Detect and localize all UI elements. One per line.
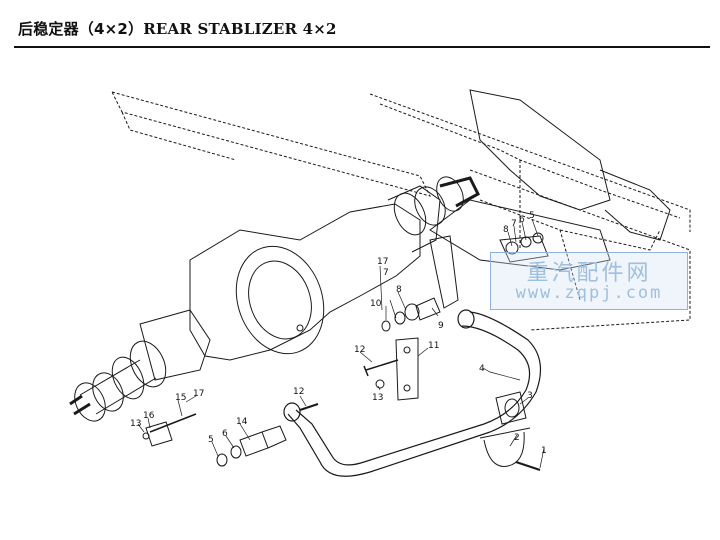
- callout-5-upper: 5: [529, 211, 535, 221]
- watermark-name: 重汽配件网: [526, 261, 652, 286]
- callout-leaders: [137, 218, 545, 469]
- callout-5-lower: 5: [208, 435, 214, 445]
- callout-12-left: 12: [293, 387, 304, 397]
- callout-17-lower: 17: [193, 389, 204, 399]
- title-chinese: 后稳定器（4×2）: [18, 20, 144, 38]
- stabilizer-bar: [283, 309, 542, 477]
- callout-6-upper: 6: [519, 215, 525, 225]
- callout-14: 14: [236, 417, 248, 427]
- left-link-bolt: [142, 413, 197, 447]
- bushing-and-clamp: [479, 391, 541, 471]
- callout-7-upper: 7: [511, 219, 517, 229]
- nut-13-right: [375, 379, 385, 389]
- callout-13-left: 13: [130, 419, 141, 429]
- callout-8-lower: 8: [396, 285, 402, 295]
- callout-13-right: 13: [372, 393, 383, 403]
- callout-11: 11: [428, 341, 439, 351]
- page-title: 后稳定器（4×2）REAR STABLIZER 4×2: [18, 18, 337, 39]
- callout-6-lower: 6: [222, 429, 228, 439]
- callout-10: 10: [370, 299, 382, 309]
- callout-17-upper: 17: [377, 257, 388, 267]
- callout-1: 1: [541, 446, 547, 456]
- callout-7-lower: 7: [383, 268, 389, 278]
- watermark-url: www.zqpj.com: [515, 283, 663, 303]
- axle-housing: [139, 185, 441, 381]
- callout-4: 4: [479, 364, 485, 374]
- frame-bracket: [429, 235, 459, 309]
- upper-bushing-stack: [381, 297, 441, 332]
- callout-8-upper: 8: [503, 225, 509, 235]
- watermark-box: 重汽配件网 www.zqpj.com: [490, 252, 688, 310]
- bolt-12-right: [363, 359, 399, 377]
- callout-15: 15: [175, 393, 186, 403]
- callout-numbers: 1 2 3 4 5 6 7 8 12 13 17 7 8 10 9 11 5 6…: [130, 211, 547, 456]
- callout-12-right: 12: [354, 345, 365, 355]
- right-hub: [393, 176, 480, 236]
- lower-link-stack: [216, 403, 319, 467]
- title-english: REAR STABLIZER 4×2: [143, 20, 337, 38]
- drop-link: [395, 337, 419, 401]
- title-underline: [14, 46, 710, 48]
- callout-3: 3: [527, 391, 533, 401]
- callout-2: 2: [514, 433, 520, 443]
- callout-16: 16: [143, 411, 155, 421]
- callout-9: 9: [438, 321, 444, 331]
- left-hub: [69, 340, 167, 422]
